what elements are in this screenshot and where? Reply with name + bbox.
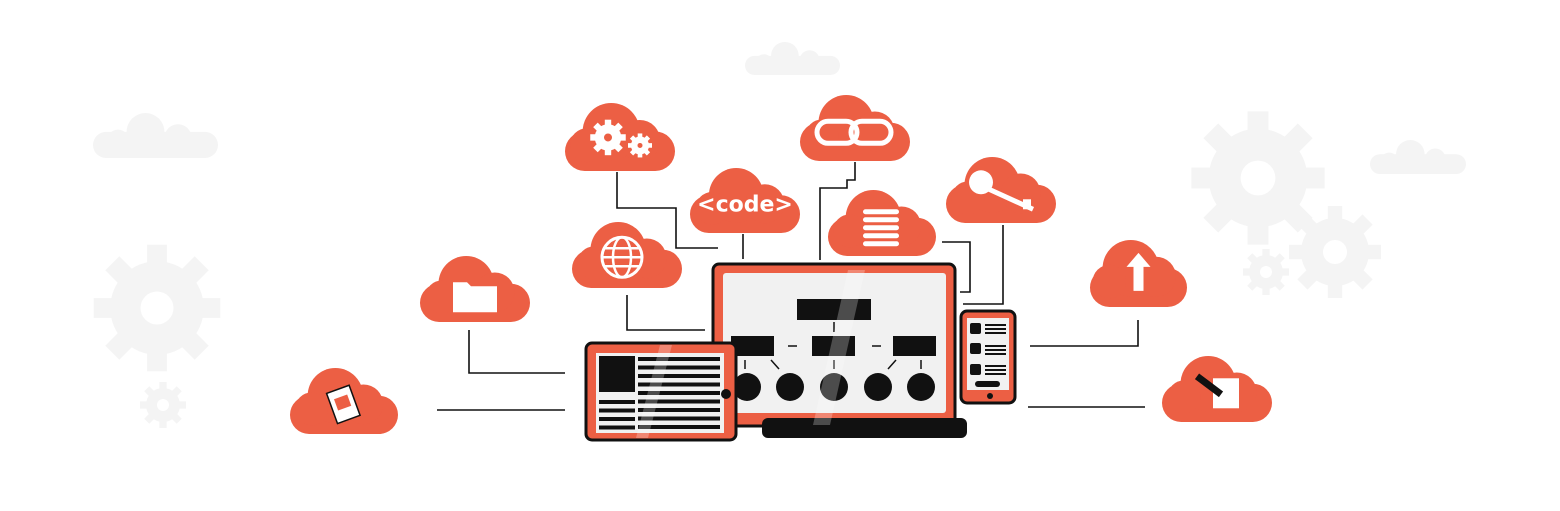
cloud-code: <code> (690, 168, 800, 233)
phone-list (970, 323, 1006, 387)
background-gear-icon (1191, 111, 1325, 245)
phone-home-button (987, 393, 993, 399)
connector-line (963, 225, 1004, 305)
phone (959, 309, 1017, 405)
flow-arrows (744, 322, 922, 370)
gear-icon (628, 133, 652, 158)
flow-box-right (893, 336, 936, 356)
tablet-home-button (721, 389, 731, 399)
background-gear-icon (93, 244, 221, 372)
clipboard-icon (325, 384, 362, 425)
connector-line (942, 241, 971, 293)
background-cloud (1370, 140, 1466, 174)
key-icon (969, 170, 1035, 212)
connector-line (626, 295, 705, 331)
background-gear-icon (140, 382, 186, 428)
flow-circles (733, 373, 935, 401)
cloud-link (800, 95, 910, 161)
link-icon (814, 118, 894, 146)
cloud-globe (572, 222, 682, 288)
cloud-upload (1090, 240, 1187, 307)
pencil-note-icon (1194, 373, 1239, 409)
flow-box-left (731, 336, 774, 356)
tablet-text-lines (599, 357, 720, 430)
folder-icon (453, 282, 497, 313)
flow-box-top (797, 299, 871, 320)
background-gear-icon (1243, 249, 1289, 295)
cloud-database (828, 190, 936, 256)
code-icon: <code> (697, 193, 793, 218)
code-label: <code> (697, 193, 793, 218)
connector-line (616, 172, 718, 249)
tablet (584, 341, 738, 442)
tablet-image-block (599, 356, 635, 392)
cloud-clipboard (290, 368, 398, 434)
laptop (711, 262, 967, 438)
service-clouds: <code> (290, 95, 1272, 434)
upload-arrow-icon (1126, 252, 1151, 291)
cloud-key (946, 157, 1056, 223)
gears-icon (590, 119, 652, 158)
background-gear-icon (1289, 206, 1381, 298)
gear-icon (590, 119, 626, 156)
cloud-gears (565, 103, 675, 171)
connector-lines (437, 162, 1145, 411)
globe-icon (600, 235, 644, 279)
laptop-base (762, 418, 967, 438)
connector-line (1030, 320, 1139, 347)
cloud-folder (420, 256, 530, 322)
connector-line (819, 162, 856, 260)
cloud-note (1162, 356, 1272, 422)
database-icon (863, 209, 899, 247)
background-cloud (745, 42, 840, 75)
background-decor (93, 42, 1466, 428)
connector-line (468, 330, 565, 374)
flow-box-middle (812, 336, 855, 356)
background-cloud (93, 112, 218, 158)
